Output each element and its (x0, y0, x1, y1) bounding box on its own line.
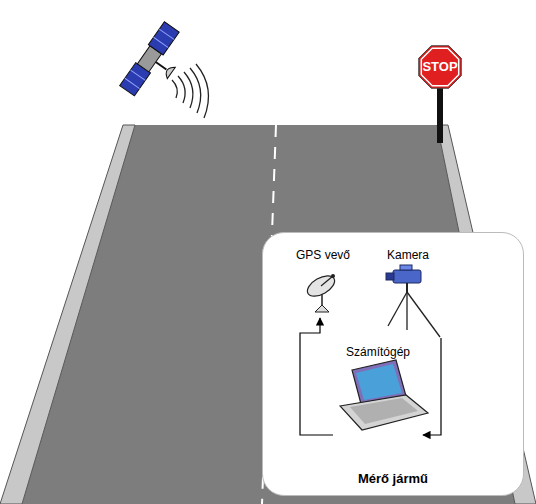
camera-top (400, 265, 412, 270)
signal-wave (178, 76, 185, 103)
dish-feed (321, 276, 333, 286)
box-heading: Mérő jármű (263, 471, 523, 486)
laptop-keys (350, 398, 418, 424)
dish-feed-tip (331, 274, 335, 278)
tripod-leg (406, 292, 407, 330)
dish-base (315, 305, 329, 312)
node-label: GPS vevő (288, 248, 358, 262)
dish-post (321, 292, 323, 310)
dish-reflector (304, 272, 338, 301)
panel-grid (131, 70, 146, 80)
node-label: Számítógép (333, 345, 423, 359)
panel-grid (154, 37, 169, 47)
satellite-antenna (156, 62, 167, 69)
camera-symbol (386, 265, 440, 337)
vehicle-box: Mérő jármű GPS vevő KameraSzámítógép (262, 232, 524, 496)
panel-grid (125, 78, 140, 88)
signal-wave (190, 68, 201, 113)
solar-panel (148, 22, 179, 55)
signal-waves (172, 64, 209, 118)
satellite-symbol (120, 22, 193, 106)
wire-connector (300, 318, 333, 435)
laptop-lid (352, 360, 406, 404)
laptop-keyboard (340, 395, 428, 430)
wire-connector (423, 338, 441, 435)
left-road-edge (0, 125, 135, 504)
sign-text: STOP (416, 59, 464, 74)
stop-sign: STOP (416, 43, 464, 91)
panel-grid (159, 29, 174, 39)
camera-body (393, 270, 421, 283)
gps-dish-symbol (304, 272, 338, 312)
signal-wave (184, 72, 193, 108)
node-label: Kamera (373, 248, 443, 262)
signal-wave (196, 64, 209, 118)
tripod-leg (407, 292, 440, 337)
computer: Számítógép (333, 345, 423, 440)
tripod-head (406, 283, 408, 292)
camera: Kamera (373, 248, 443, 338)
laptop-screen (356, 364, 402, 400)
satellite-dish (163, 64, 175, 78)
sign-pole (437, 88, 443, 143)
laptop-symbol (340, 360, 428, 430)
tripod-leg (388, 292, 407, 326)
camera-lens (386, 273, 394, 280)
connector-layer (300, 318, 441, 435)
gps-receiver: GPS vevő (288, 248, 358, 318)
signal-wave (172, 80, 177, 98)
